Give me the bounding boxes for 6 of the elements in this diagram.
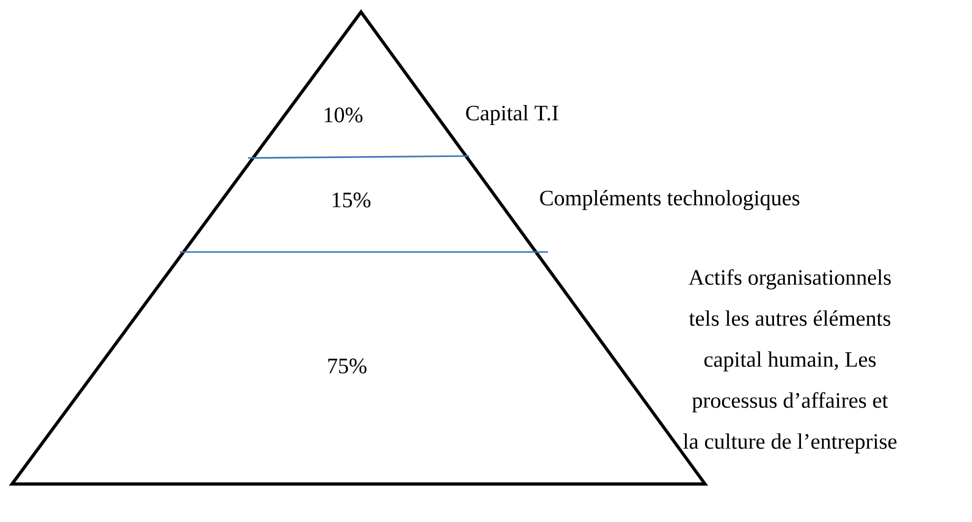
side-label: Capital T.I [466,105,558,125]
percentage-label: 75% [328,358,366,374]
side-label: Compléments technologiques [540,190,800,210]
percentage-label: 10% [324,108,362,122]
side-label: Actifs organisationnels tels les autres éléments capital humain, Les processus d’affaires et la culture de l’entreprise [683,269,896,454]
percentage-label: 15% [332,192,370,208]
